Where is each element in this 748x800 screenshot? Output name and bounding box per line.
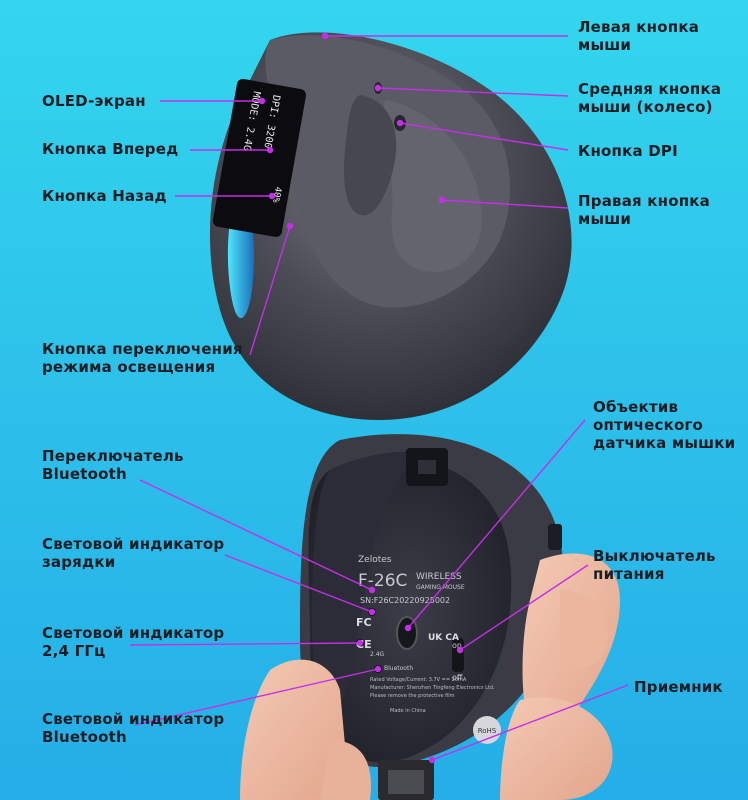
label-forward-button: Кнопка Вперед bbox=[42, 140, 179, 158]
model-text: F-26C bbox=[358, 571, 407, 591]
label-bt-switch: Переключатель Bluetooth bbox=[42, 447, 184, 483]
mouse-top-view: MODE: 2.4G DPI: 3200 40% bbox=[210, 32, 572, 420]
manufacturer-text: Manufacturer: Shenzhen Tingfeng Electron… bbox=[370, 685, 495, 691]
oled-display: MODE: 2.4G DPI: 3200 40% bbox=[212, 78, 306, 237]
leader-lines bbox=[129, 32, 629, 764]
made-in-text: Made in China bbox=[390, 708, 426, 714]
label-right-button: Правая кнопка мыши bbox=[578, 192, 710, 228]
label-led-24: Световой индикатор 2,4 ГГц bbox=[42, 624, 225, 660]
label-middle-button: Средняя кнопка мыши (колесо) bbox=[578, 80, 722, 116]
label-left-button: Левая кнопка мыши bbox=[578, 18, 700, 54]
fc-mark: FC bbox=[356, 616, 372, 629]
ukca-mark: UK CA bbox=[428, 633, 459, 643]
bt-label: Bluetooth bbox=[384, 665, 413, 672]
on-label: on bbox=[452, 641, 462, 650]
label-optical-sensor: Объектив оптического датчика мышки bbox=[593, 398, 736, 452]
brand-text: Zelotes bbox=[358, 555, 392, 565]
label-charge-led: Световой индикатор зарядки bbox=[42, 535, 225, 571]
label-receiver: Приемник bbox=[634, 678, 723, 696]
subtitle2-text: GAMING MOUSE bbox=[416, 584, 465, 591]
label-light-mode-button: Кнопка переключения режима освещения bbox=[42, 340, 243, 376]
label-oled: OLED-экран bbox=[42, 92, 146, 110]
power-slide-switch bbox=[452, 638, 464, 672]
side-power-switch bbox=[548, 524, 562, 550]
label-dpi-button: Кнопка DPI bbox=[578, 142, 678, 160]
oled-battery-text: 40% bbox=[270, 186, 283, 204]
g24-label: 2.4G bbox=[370, 651, 385, 658]
note-text: Please remove the protective film bbox=[370, 693, 455, 699]
label-back-button: Кнопка Назад bbox=[42, 187, 167, 205]
optical-sensor bbox=[396, 616, 418, 650]
subtitle1-text: WIRELESS bbox=[416, 572, 462, 582]
rohs-text: RoHS bbox=[478, 727, 497, 735]
rated-text: Rated Voltage/Current: 3.7V == 20mA bbox=[370, 677, 467, 683]
serial-text: SN:F26C20220925002 bbox=[360, 596, 450, 605]
off-label: off bbox=[452, 673, 463, 682]
label-led-bt: Световой индикатор Bluetooth bbox=[42, 710, 225, 746]
label-power-switch: Выключатель питания bbox=[593, 547, 716, 583]
